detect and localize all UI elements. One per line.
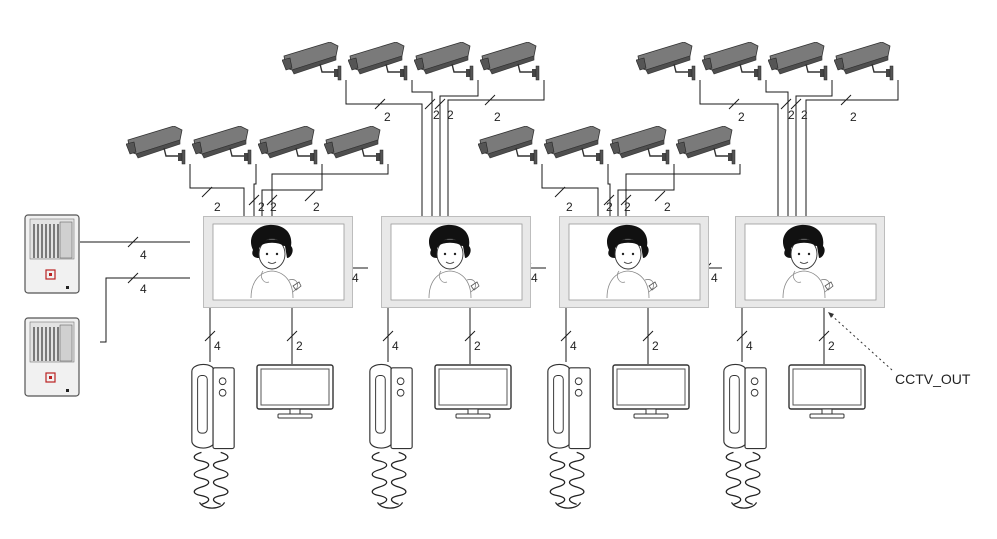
cable-count-label: 2: [494, 110, 501, 124]
indoor-monitor: [379, 216, 533, 308]
cable-count-label: 4: [214, 339, 221, 353]
cable-count-label: 2: [447, 108, 454, 122]
security-camera-icon: [544, 126, 604, 165]
cable-count-label: 2: [828, 339, 835, 353]
cable-count-label: 2: [258, 200, 265, 214]
cable-count-label: 2: [606, 200, 613, 214]
cable-count-label: 4: [140, 248, 147, 262]
cable-count-label: 4: [531, 271, 538, 285]
handset-icon: [547, 363, 591, 509]
handset-icon: [191, 363, 235, 509]
cable-count-label: 4: [140, 282, 147, 296]
security-camera-icon: [192, 126, 252, 165]
cable-count-label: 2: [788, 108, 795, 122]
door-station-icon: [24, 317, 80, 397]
cable-count-label: 2: [313, 200, 320, 214]
cable-count-label: 2: [566, 200, 573, 214]
security-camera-icon: [676, 126, 736, 165]
security-camera-icon: [480, 42, 540, 81]
cctv-monitor-icon: [434, 364, 512, 419]
handset-icon: [369, 363, 413, 509]
cable-count-label: 2: [624, 200, 631, 214]
security-camera-icon: [324, 126, 384, 165]
indoor-monitor: [733, 216, 887, 308]
cable-count-label: 2: [384, 110, 391, 124]
security-camera-icon: [126, 126, 186, 165]
cctv-monitor-icon: [788, 364, 866, 419]
cable-count-label: 2: [664, 200, 671, 214]
security-camera-icon: [834, 42, 894, 81]
cable-count-label: 4: [392, 339, 399, 353]
security-camera-icon: [414, 42, 474, 81]
cable-count-label: 4: [746, 339, 753, 353]
cable-count-label: 2: [296, 339, 303, 353]
door-station-icon: [24, 214, 80, 294]
security-camera-icon: [702, 42, 762, 81]
cctv-monitor-icon: [612, 364, 690, 419]
security-camera-icon: [258, 126, 318, 165]
indoor-monitor: [201, 216, 355, 308]
cable-count-label: 2: [214, 200, 221, 214]
security-camera-icon: [348, 42, 408, 81]
security-camera-icon: [478, 126, 538, 165]
indoor-monitor: [557, 216, 711, 308]
security-camera-icon: [768, 42, 828, 81]
cable-count-label: 2: [801, 108, 808, 122]
cable-count-label: 4: [711, 271, 718, 285]
security-camera-icon: [282, 42, 342, 81]
cable-count-label: 2: [433, 108, 440, 122]
cable-count-label: 2: [270, 200, 277, 214]
cctv-monitor-icon: [256, 364, 334, 419]
handset-icon: [723, 363, 767, 509]
cctv-out-label: CCTV_OUT: [895, 371, 971, 387]
cable-count-label: 2: [850, 110, 857, 124]
security-camera-icon: [636, 42, 696, 81]
cable-count-label: 4: [352, 271, 359, 285]
security-camera-icon: [610, 126, 670, 165]
cable-count-label: 2: [474, 339, 481, 353]
cable-count-label: 2: [738, 110, 745, 124]
cable-count-label: 4: [570, 339, 577, 353]
cable-count-label: 2: [652, 339, 659, 353]
